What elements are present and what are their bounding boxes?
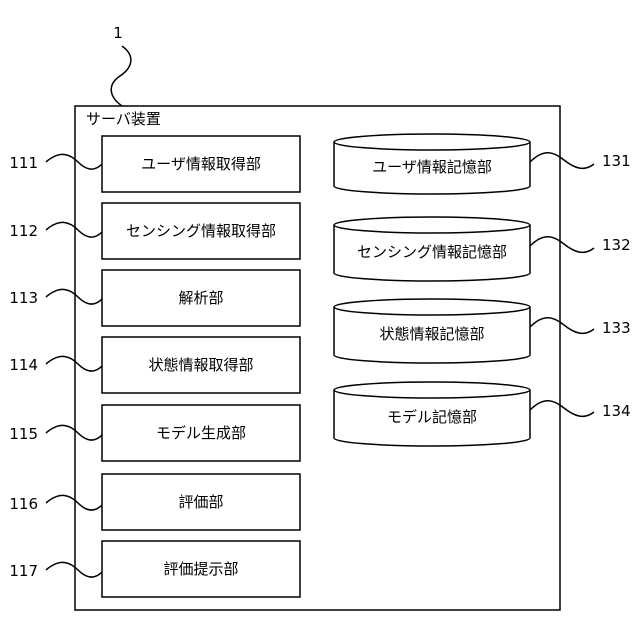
- module-112: 112 センシング情報取得部: [9, 203, 300, 259]
- module-117: 117 評価提示部: [9, 541, 300, 597]
- module-112-ref: 112: [9, 222, 38, 240]
- module-114-ref: 114: [9, 356, 38, 374]
- module-116: 116 評価部: [9, 474, 300, 530]
- storage-131-ref: 131: [602, 152, 631, 170]
- module-113-label: 解析部: [178, 289, 223, 307]
- storage-134-ref: 134: [602, 402, 631, 420]
- module-114-label: 状態情報取得部: [148, 356, 253, 374]
- module-116-ref: 116: [9, 495, 38, 513]
- storage-131: ユーザ情報記憶部 131: [334, 134, 631, 194]
- storage-133-ref: 133: [602, 319, 631, 337]
- storage-132-label: センシング情報記憶部: [357, 243, 507, 261]
- module-116-label: 評価部: [178, 493, 223, 511]
- module-112-label: センシング情報取得部: [126, 222, 276, 240]
- server-leader-line: [111, 46, 131, 106]
- storage-134: モデル記憶部 134: [334, 382, 631, 446]
- storage-134-label: モデル記憶部: [387, 408, 477, 426]
- storage-132-ref: 132: [602, 236, 631, 254]
- module-111-label: ユーザ情報取得部: [141, 155, 261, 173]
- module-113-ref: 113: [9, 289, 38, 307]
- module-111: 111 ユーザ情報取得部: [9, 136, 300, 192]
- module-115-ref: 115: [9, 425, 38, 443]
- module-115: 115 モデル生成部: [9, 405, 300, 461]
- module-111-ref: 111: [9, 154, 38, 172]
- module-113: 113 解析部: [9, 270, 300, 326]
- storage-133: 状態情報記憶部 133: [334, 299, 631, 363]
- module-115-label: モデル生成部: [156, 424, 246, 442]
- storage-131-label: ユーザ情報記憶部: [372, 158, 492, 176]
- module-117-label: 評価提示部: [163, 560, 238, 578]
- server-ref-label: 1: [113, 24, 123, 42]
- module-117-ref: 117: [9, 562, 38, 580]
- module-114: 114 状態情報取得部: [9, 337, 300, 393]
- server-title: サーバ装置: [86, 110, 161, 128]
- storage-132: センシング情報記憶部 132: [334, 217, 631, 281]
- storage-133-label: 状態情報記憶部: [379, 325, 484, 343]
